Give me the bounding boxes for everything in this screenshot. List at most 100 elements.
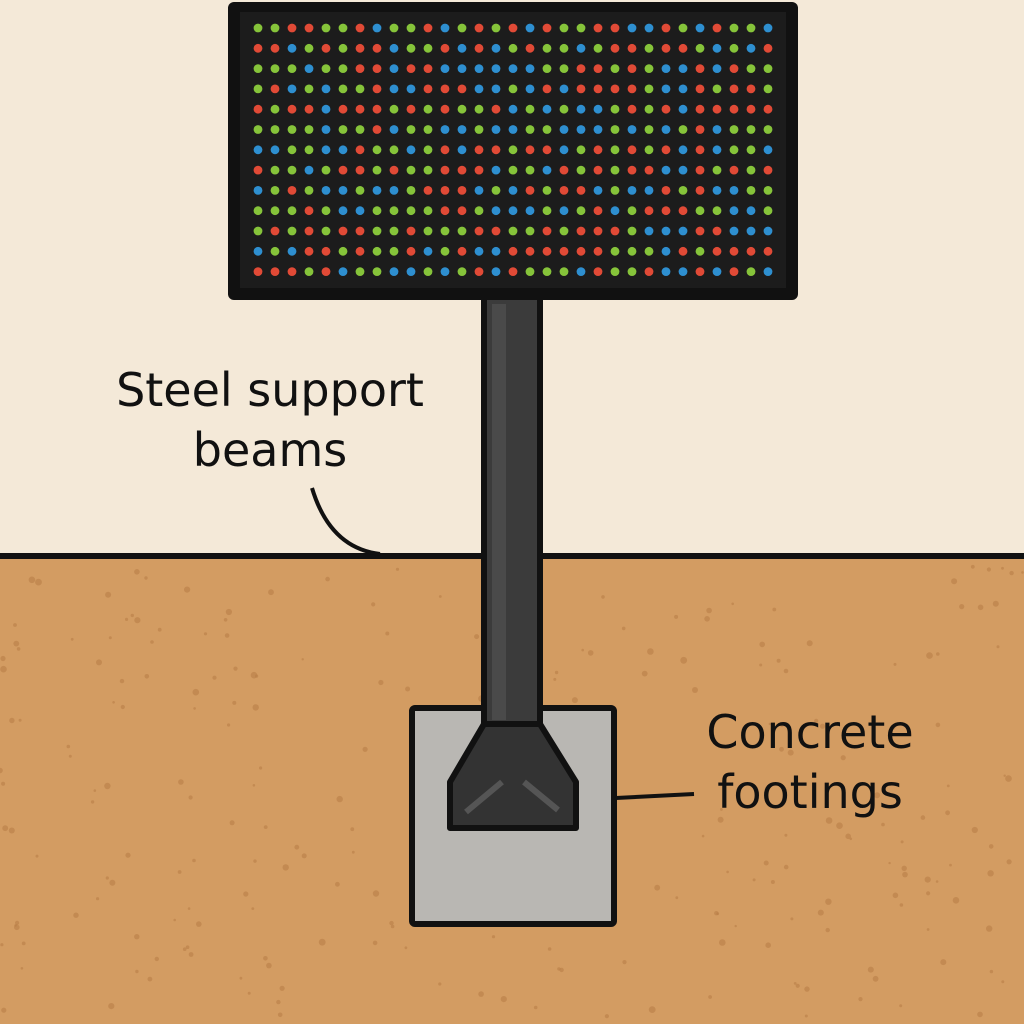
ground-speckle [893,662,897,666]
led-dot [508,43,518,53]
led-dot [678,267,688,276]
led-dot [389,186,399,195]
ground-speckle [1001,980,1005,984]
led-dot [355,145,365,155]
led-dot [389,43,399,53]
ground-speckle [185,945,190,949]
led-dot [746,186,756,195]
steel-label-line2: beams [192,423,348,477]
led-dot [355,43,365,53]
led-dot [338,226,348,236]
ground-speckle [804,986,810,992]
led-dot [525,246,535,256]
led-dot [695,186,705,195]
led-dot [542,43,552,53]
led-dot [270,165,280,175]
led-dot [610,125,620,134]
led-dot [372,23,382,33]
led-dot [423,186,433,195]
ground-speckle [701,834,705,838]
ground-speckle [188,795,193,800]
led-dot [440,186,450,195]
led-dot [270,267,280,276]
led-dot [457,246,467,256]
led-dot [406,125,416,134]
led-dot [678,145,688,155]
ground-speckle [731,602,734,606]
led-dot [610,267,620,276]
led-dot [491,125,501,134]
led-dot [270,226,280,236]
led-dot [389,84,399,94]
ground-speckle [150,640,154,644]
ground-speckle [779,746,784,752]
led-dot [406,226,416,236]
ground-speckle [350,827,355,832]
led-dot [389,64,399,73]
led-dot [644,84,654,94]
ground-speckle [648,1006,656,1013]
ground-speckle [203,632,208,636]
ground-speckle [674,614,679,619]
ground-speckle [752,878,756,882]
led-dot [440,206,450,216]
ground-speckle [899,903,904,907]
led-dot [355,267,365,276]
ground-speckle [178,779,184,785]
led-dot [304,246,314,256]
led-dot [321,43,331,53]
ground-speckle [986,567,992,572]
ground-speckle [112,701,115,704]
ground-speckle [935,880,939,883]
led-dot [253,246,263,256]
led-dot [287,84,297,94]
ground-speckle [35,854,39,858]
ground-speckle [125,852,131,858]
ground-speckle [0,767,3,774]
led-dot [270,246,280,256]
ground-speckle [438,982,442,986]
led-dot [525,23,535,33]
led-dot [627,23,637,33]
led-dot [542,206,552,216]
concrete-label-line2: footings [717,765,903,819]
ground-speckle [971,826,978,834]
ground-speckle [104,782,111,790]
bracket-brace-left [464,779,504,815]
led-dot [372,246,382,256]
ground-speckle [266,962,272,969]
led-dot [338,186,348,195]
led-dot [440,43,450,53]
ground-speckle [806,640,813,647]
led-dot [712,104,722,114]
led-dot [661,23,671,33]
led-dot [338,23,348,33]
led-dot [474,23,484,33]
led-dot [729,165,739,175]
led-dot [576,145,586,155]
led-dot [576,125,586,134]
led-dot [474,64,484,73]
led-dot [355,226,365,236]
led-dot [253,125,263,134]
ground-speckle [970,564,975,569]
led-dot [508,125,518,134]
led-dot [389,267,399,276]
ground-speckle [874,792,881,799]
led-dot [712,23,722,33]
steel-support-beams-label: Steel support beams [90,360,450,480]
led-dot [372,165,382,175]
led-dot [457,267,467,276]
ground-speckle [96,897,100,901]
led-dot [389,104,399,114]
led-dot [525,125,535,134]
ground-speckle [109,879,116,886]
ground-speckle [389,920,394,926]
led-dot [610,84,620,94]
led-dot [304,23,314,33]
ground-speckle [770,880,775,884]
led-dot [406,246,416,256]
ground-speckle [795,983,800,988]
led-dot [270,186,280,195]
